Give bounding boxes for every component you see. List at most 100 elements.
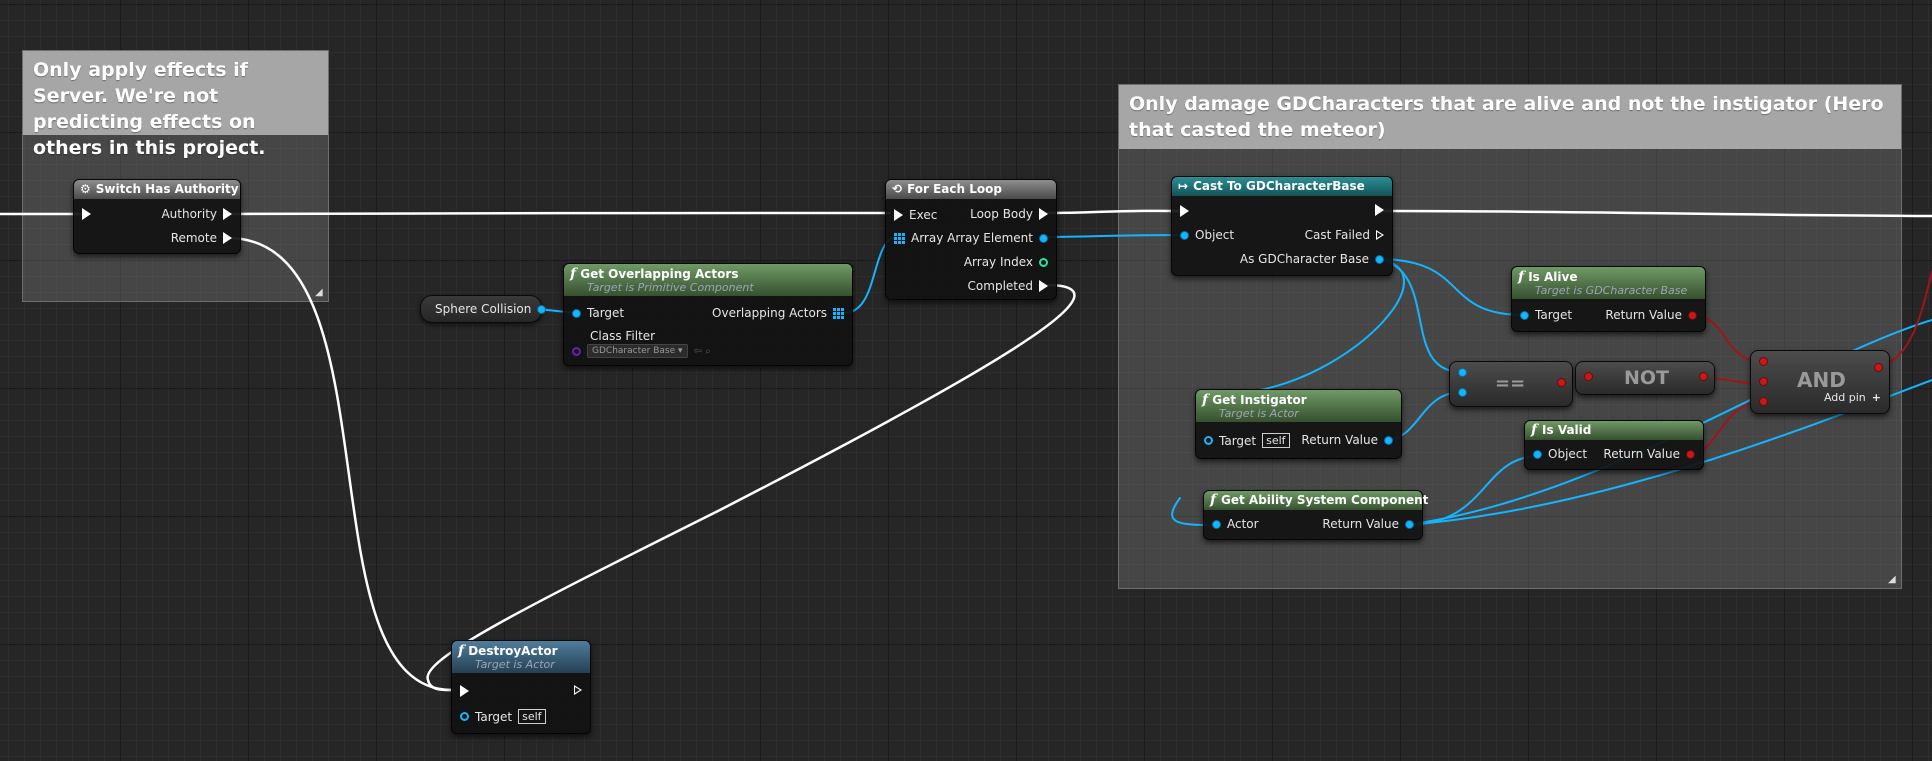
bool-pin-icon: [1874, 363, 1883, 372]
node-header: f Get Ability System Component: [1204, 491, 1428, 510]
exec-pin-icon: [223, 208, 232, 220]
overlapping-actors-pin[interactable]: Overlapping Actors: [712, 306, 844, 320]
exec-in-pin[interactable]: [1180, 205, 1189, 217]
node-header: f Is Valid: [1525, 421, 1703, 440]
pin-label: Array Element: [947, 231, 1033, 245]
output-pin[interactable]: [1874, 363, 1883, 372]
object-pin-icon: [1180, 230, 1189, 240]
object-pin-icon[interactable]: [537, 304, 547, 314]
object-pin-icon: [572, 308, 581, 318]
switch-has-authority-node[interactable]: ⚙ Switch Has Authority Authority Remote: [73, 179, 241, 254]
pin-label: Return Value: [1301, 433, 1378, 447]
exec-in-pin[interactable]: [82, 208, 91, 220]
exec-in-pin[interactable]: [460, 685, 469, 697]
sphere-collision-node[interactable]: Sphere Collision: [420, 295, 547, 323]
node-title: Cast To GDCharacterBase: [1193, 179, 1365, 193]
object-pin-icon: [1405, 519, 1414, 529]
loop-body-pin[interactable]: Loop Body: [970, 207, 1048, 221]
input-c-pin[interactable]: [1759, 397, 1768, 406]
array-index-pin[interactable]: Array Index: [964, 255, 1048, 269]
object-pin-icon: [1520, 310, 1529, 320]
object-pin-icon: [460, 712, 469, 721]
node-title: Is Alive: [1528, 270, 1578, 284]
class-filter-label: Class Filter: [590, 329, 656, 343]
target-pin[interactable]: Target: [1520, 308, 1572, 322]
object-pin[interactable]: Object: [1180, 228, 1234, 242]
exec-wire: [1045, 209, 1182, 215]
and-node[interactable]: AND Add pin+: [1750, 350, 1890, 414]
pin-label: Target: [587, 306, 625, 320]
node-subtitle: Target is Actor: [1219, 407, 1299, 420]
node-subtitle: Target is Primitive Component: [587, 281, 754, 294]
exec-in-pin[interactable]: Exec: [894, 208, 937, 222]
exec-out-pin[interactable]: [1375, 204, 1384, 216]
pin-label: Object: [1195, 228, 1235, 242]
bool-pin-icon: [1584, 372, 1593, 381]
exec-pin-icon: [1180, 205, 1189, 217]
authority-pin[interactable]: Authority: [161, 207, 232, 221]
actor-pin[interactable]: Actor: [1212, 517, 1259, 531]
return-value-pin[interactable]: Return Value: [1301, 433, 1393, 447]
is-alive-node[interactable]: f Is Alive Target is GDCharacter Base Ta…: [1511, 266, 1706, 332]
input-b-pin[interactable]: [1759, 377, 1768, 386]
operator-label: AND: [1797, 368, 1846, 392]
object-pin[interactable]: Object: [1533, 447, 1587, 461]
comment-title: Only apply effects if Server. We're not …: [23, 51, 328, 159]
node-title: Switch Has Authority: [95, 182, 239, 196]
target-pin[interactable]: Target: [572, 306, 624, 320]
node-header: f Get Instigator Target is Actor: [1196, 390, 1401, 422]
output-pin[interactable]: [1699, 372, 1708, 381]
cast-to-character-node[interactable]: ↦ Cast To GDCharacterBase Object Cast Fa…: [1171, 176, 1393, 276]
object-wire: [1377, 258, 1461, 373]
array-element-pin[interactable]: Array Element: [947, 231, 1048, 245]
input-b-pin[interactable]: [1458, 388, 1467, 397]
exec-wire: [226, 236, 454, 692]
equals-node[interactable]: ==: [1449, 361, 1573, 407]
object-pin-icon: [1458, 368, 1467, 377]
cast-failed-pin[interactable]: Cast Failed: [1305, 228, 1384, 242]
return-value-pin[interactable]: Return Value: [1322, 517, 1414, 531]
input-pin[interactable]: [1584, 372, 1593, 381]
comment-title: Only damage GDCharacters that are alive …: [1119, 85, 1901, 149]
exec-wire: [226, 211, 892, 216]
resize-handle-icon[interactable]: ◢: [1888, 574, 1896, 585]
function-icon: f: [1202, 392, 1209, 408]
not-node[interactable]: NOT: [1575, 361, 1715, 395]
exec-pin-icon: [894, 209, 903, 221]
for-each-loop-node[interactable]: ⟲ For Each Loop Exec Array Loop Body Arr…: [885, 179, 1057, 300]
object-pin-icon: [1458, 388, 1467, 397]
exec-pin-icon: [223, 232, 232, 244]
object-pin-icon: [1039, 233, 1048, 243]
loop-icon: ⟲: [892, 182, 903, 196]
pin-label: Remote: [170, 231, 217, 245]
remote-pin[interactable]: Remote: [171, 231, 232, 245]
class-filter-dropdown[interactable]: GDCharacter Base ▾: [587, 344, 688, 358]
node-header: f DestroyActor Target is Actor: [452, 641, 590, 673]
completed-pin[interactable]: Completed: [968, 279, 1048, 293]
array-pin[interactable]: Array: [894, 231, 943, 245]
add-pin-button[interactable]: Add pin+: [1824, 391, 1881, 404]
get-ability-system-component-node[interactable]: f Get Ability System Component Actor Ret…: [1203, 490, 1428, 540]
pin-label: Authority: [161, 207, 217, 221]
comment-damage-filter[interactable]: Only damage GDCharacters that are alive …: [1118, 84, 1902, 589]
node-subtitle: Target is Actor: [475, 658, 555, 671]
is-valid-node[interactable]: f Is Valid Object Return Value: [1524, 420, 1704, 470]
exec-out-pin[interactable]: [574, 685, 582, 695]
pin-label: Target: [1219, 433, 1257, 448]
class-filter-pin[interactable]: GDCharacter Base ▾ ⇦ ⌕: [572, 344, 711, 358]
bool-pin-icon: [1699, 372, 1708, 381]
resize-handle-icon[interactable]: ◢: [315, 287, 323, 298]
return-value-pin[interactable]: Return Value: [1605, 308, 1697, 322]
output-pin[interactable]: [1557, 378, 1566, 387]
get-overlapping-actors-node[interactable]: f Get Overlapping Actors Target is Primi…: [563, 263, 853, 366]
input-a-pin[interactable]: [1458, 368, 1467, 377]
browse-icon[interactable]: ⇦ ⌕: [693, 345, 711, 357]
as-character-pin[interactable]: As GDCharacter Base: [1240, 252, 1384, 266]
return-value-pin[interactable]: Return Value: [1603, 447, 1695, 461]
input-a-pin[interactable]: [1759, 357, 1768, 366]
comment-server-only[interactable]: Only apply effects if Server. We're not …: [22, 50, 329, 302]
